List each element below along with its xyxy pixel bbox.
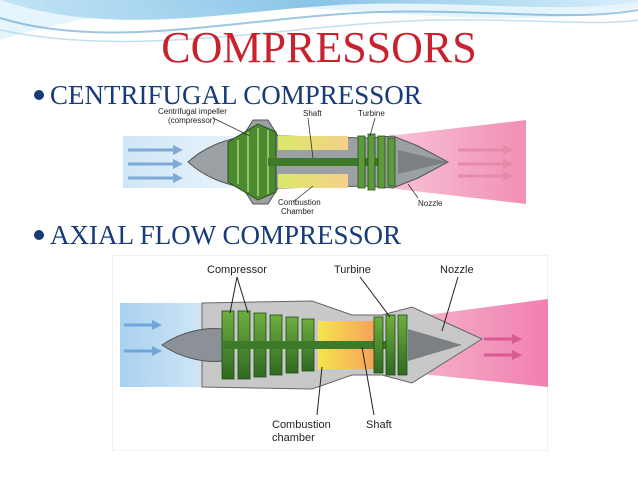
centrifugal-compressor-figure: Centrifugal impeller (compressor) Shaft … xyxy=(118,106,526,218)
header-decoration xyxy=(0,0,638,43)
label-turbine: Turbine xyxy=(358,109,385,118)
bullet-text: CENTRIFUGAL COMPRESSOR xyxy=(50,80,422,110)
label-turbine: Turbine xyxy=(334,264,371,276)
bullet-dot-icon xyxy=(34,89,44,100)
axial-flow-compressor-figure: Compressor Turbine Nozzle Combustion cha… xyxy=(112,255,548,451)
label-shaft: Shaft xyxy=(366,419,392,431)
label-combustion: Combustion xyxy=(272,419,331,431)
label-combustion: Combustion xyxy=(278,198,321,207)
label-chamber: chamber xyxy=(272,432,315,444)
slide-title: COMPRESSORS xyxy=(161,23,477,72)
label-shaft: Shaft xyxy=(303,109,322,118)
label-centrifugal-impeller: Centrifugal impeller xyxy=(158,107,227,116)
bullet-centrifugal: CENTRIFUGAL COMPRESSOR xyxy=(34,80,422,111)
label-nozzle: Nozzle xyxy=(440,264,474,276)
bullet-text: AXIAL FLOW COMPRESSOR xyxy=(50,220,402,250)
bullet-dot-icon xyxy=(34,229,44,240)
bullet-axial-flow: AXIAL FLOW COMPRESSOR xyxy=(34,220,401,251)
label-compressor-paren: (compressor) xyxy=(168,116,215,125)
label-chamber: Chamber xyxy=(281,207,314,216)
label-compressor: Compressor xyxy=(207,264,267,276)
label-nozzle: Nozzle xyxy=(418,199,443,208)
